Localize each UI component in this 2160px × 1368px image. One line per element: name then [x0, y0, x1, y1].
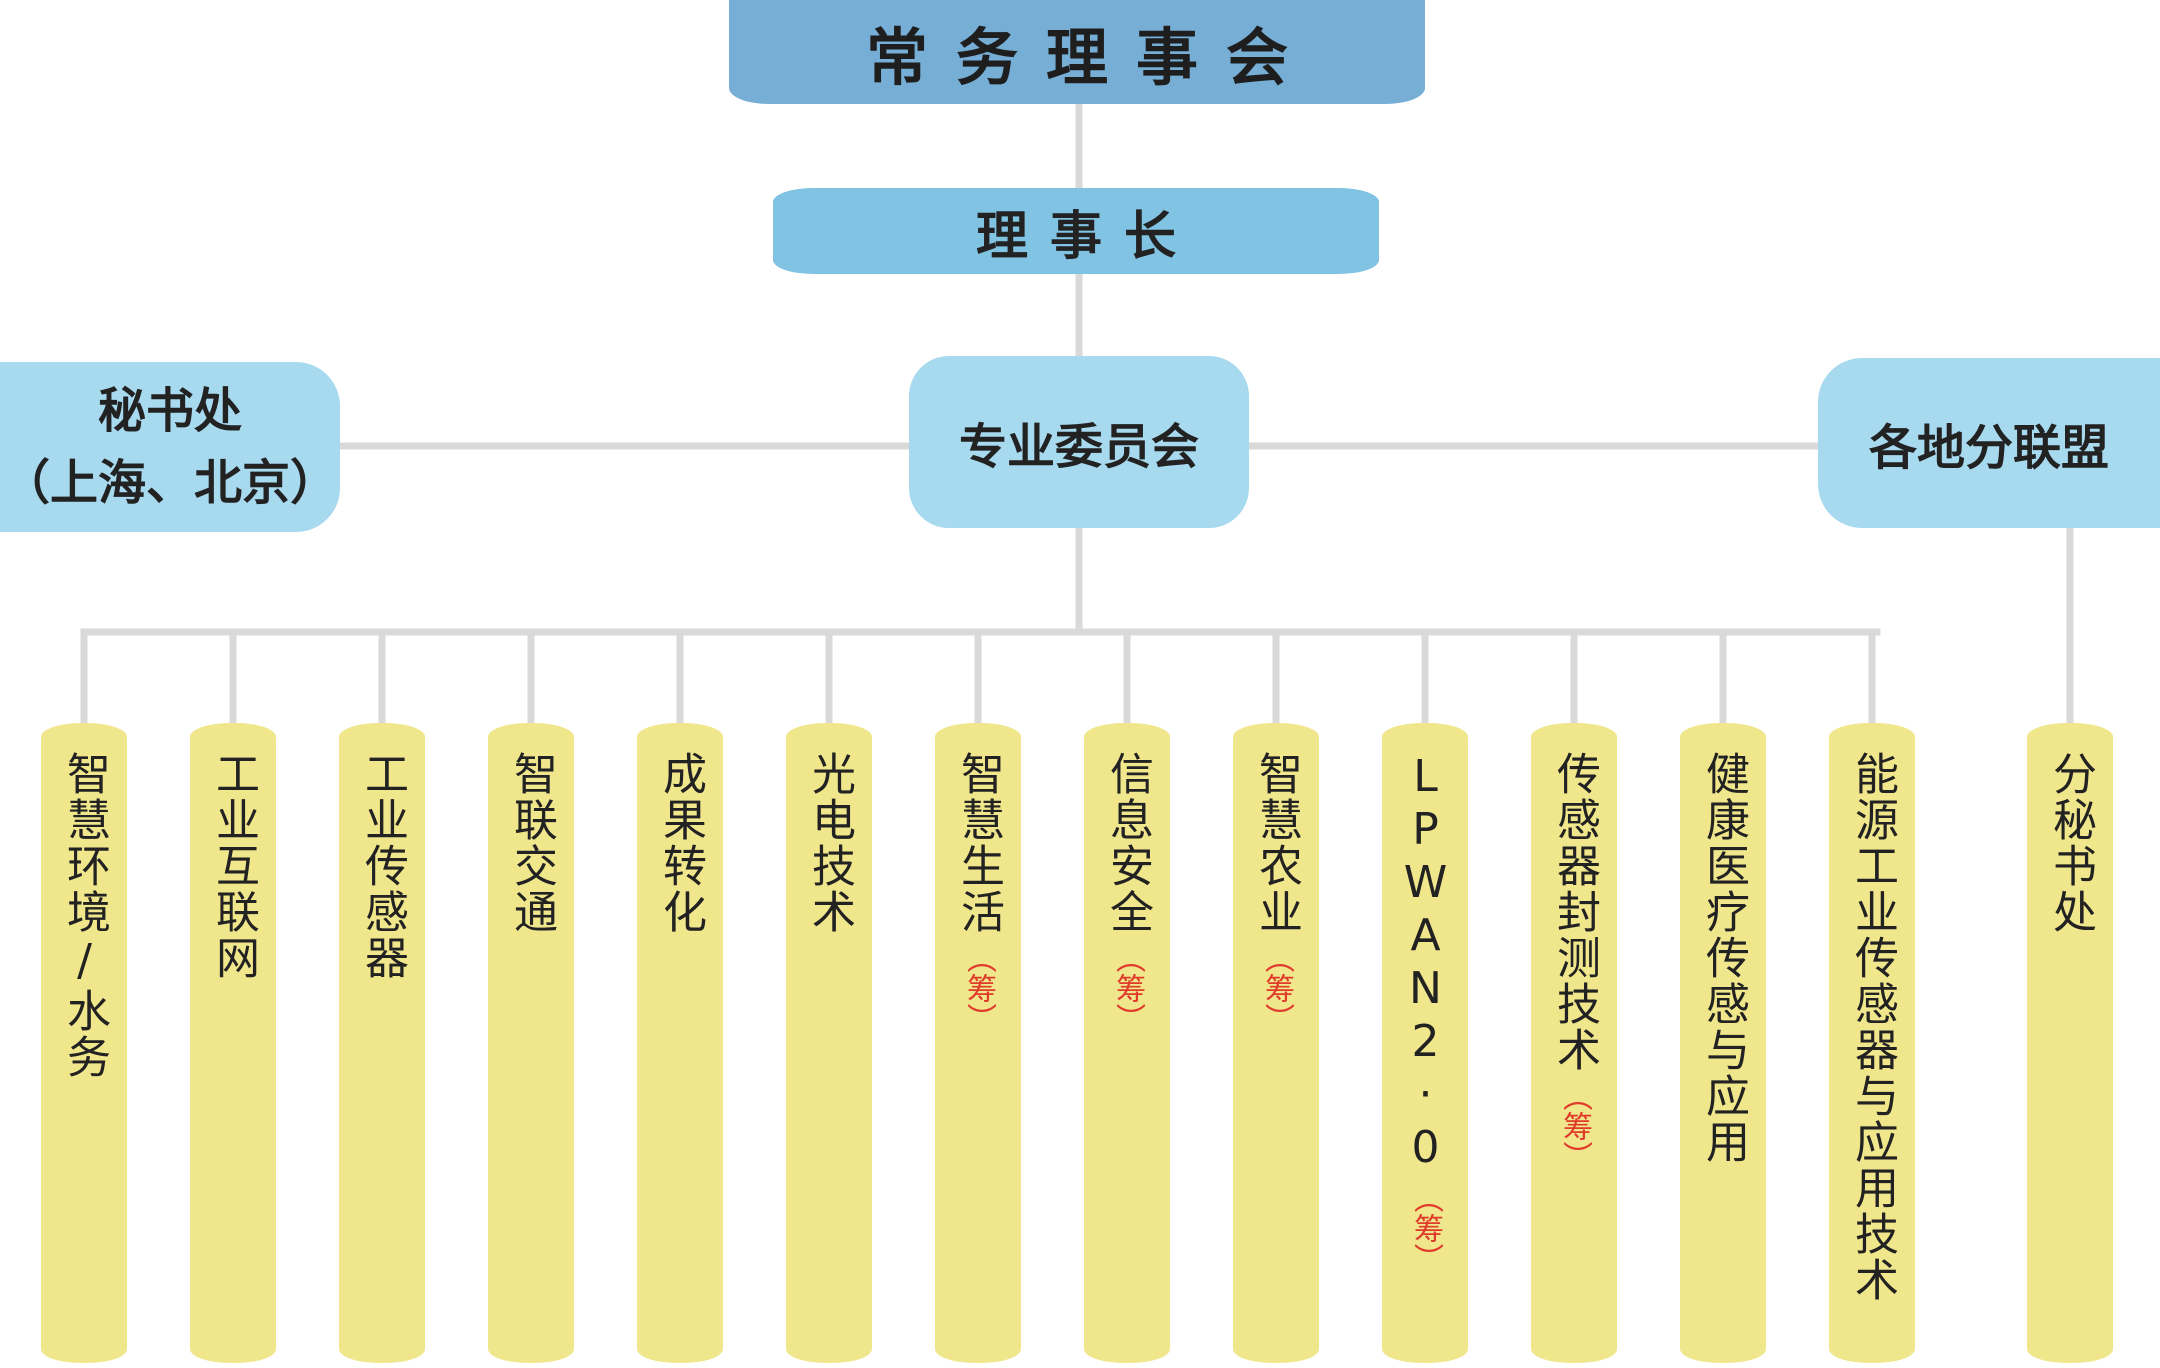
committee-pillar-content: 成果转化 — [655, 751, 706, 1363]
standing-council-label: 常务理事会 — [865, 21, 1316, 94]
committee-pillar-content: 健康医疗传感与应用 — [1698, 751, 1749, 1363]
preparatory-note: （筹） — [961, 943, 996, 1033]
committee-label: 能源工业传感器与应用技术 — [1847, 751, 1898, 1303]
committee-pillar-content: 能源工业传感器与应用技术 — [1847, 751, 1898, 1363]
branch-secretariat-label: 分秘书处 — [2045, 751, 2096, 935]
secretariat-location: （上海、北京） — [1, 455, 338, 511]
committee-pillar: 能源工业传感器与应用技术 — [1829, 723, 1915, 1363]
preparatory-note: （筹） — [1408, 1183, 1443, 1273]
committee-label: 工业传感器 — [357, 751, 408, 981]
secretariat-label: 秘书处 — [97, 383, 242, 439]
committee-pillar: 工业传感器 — [339, 723, 425, 1363]
committee-pillar-content: 工业互联网 — [208, 751, 259, 1363]
committee-label: 智慧环境/水务 — [59, 751, 110, 1080]
regional-alliance-label: 各地分联盟 — [1868, 420, 2109, 476]
secretariat-box: 秘书处 （上海、北京） — [0, 362, 340, 532]
committee-pillar: 传感器封测技术 （筹） — [1531, 723, 1617, 1363]
committee-label: 智慧农业 — [1251, 751, 1302, 935]
committee-pillar-content: LPWAN2·0 （筹） — [1400, 751, 1451, 1363]
committee-pillar-content: 信息安全 （筹） — [1102, 751, 1153, 1363]
committee-label: LPWAN2·0 — [1400, 751, 1451, 1175]
committee-pillar-content: 智慧环境/水务 — [59, 751, 110, 1363]
standing-council-box: 常务理事会 — [729, 0, 1425, 104]
professional-committee-box: 专业委员会 — [909, 356, 1249, 528]
committee-pillar: 智慧环境/水务 — [41, 723, 127, 1363]
committee-pillar: 智联交通 — [488, 723, 574, 1363]
chairman-label: 理事长 — [975, 206, 1198, 267]
committee-label: 成果转化 — [655, 751, 706, 935]
committee-pillar: 信息安全 （筹） — [1084, 723, 1170, 1363]
committee-pillar-content: 传感器封测技术 （筹） — [1549, 751, 1600, 1363]
branch-secretariat-box: 分秘书处 — [2027, 723, 2113, 1363]
professional-committee-label: 专业委员会 — [958, 419, 1199, 475]
committee-pillar-content: 智慧农业 （筹） — [1251, 751, 1302, 1363]
preparatory-note: （筹） — [1557, 1081, 1592, 1171]
committee-pillar-content: 工业传感器 — [357, 751, 408, 1363]
committee-pillar-content: 智慧生活 （筹） — [953, 751, 1004, 1363]
committee-pillar: LPWAN2·0 （筹） — [1382, 723, 1468, 1363]
committee-label: 健康医疗传感与应用 — [1698, 751, 1749, 1165]
preparatory-note: （筹） — [1259, 943, 1294, 1033]
committee-label: 智慧生活 — [953, 751, 1004, 935]
committee-pillar-content: 智联交通 — [506, 751, 557, 1363]
committee-pillar: 光电技术 — [786, 723, 872, 1363]
preparatory-note: （筹） — [1110, 943, 1145, 1033]
committee-label: 智联交通 — [506, 751, 557, 935]
committee-label: 信息安全 — [1102, 751, 1153, 935]
committee-pillar: 工业互联网 — [190, 723, 276, 1363]
committee-label: 工业互联网 — [208, 751, 259, 981]
committee-pillar: 智慧生活 （筹） — [935, 723, 1021, 1363]
committee-label: 传感器封测技术 — [1549, 751, 1600, 1073]
committee-label: 光电技术 — [804, 751, 855, 935]
committee-pillar: 健康医疗传感与应用 — [1680, 723, 1766, 1363]
committee-pillar: 成果转化 — [637, 723, 723, 1363]
chairman-box: 理事长 — [773, 188, 1379, 274]
regional-alliance-box: 各地分联盟 — [1818, 358, 2160, 528]
committee-pillar-content: 光电技术 — [804, 751, 855, 1363]
committee-pillar: 智慧农业 （筹） — [1233, 723, 1319, 1363]
